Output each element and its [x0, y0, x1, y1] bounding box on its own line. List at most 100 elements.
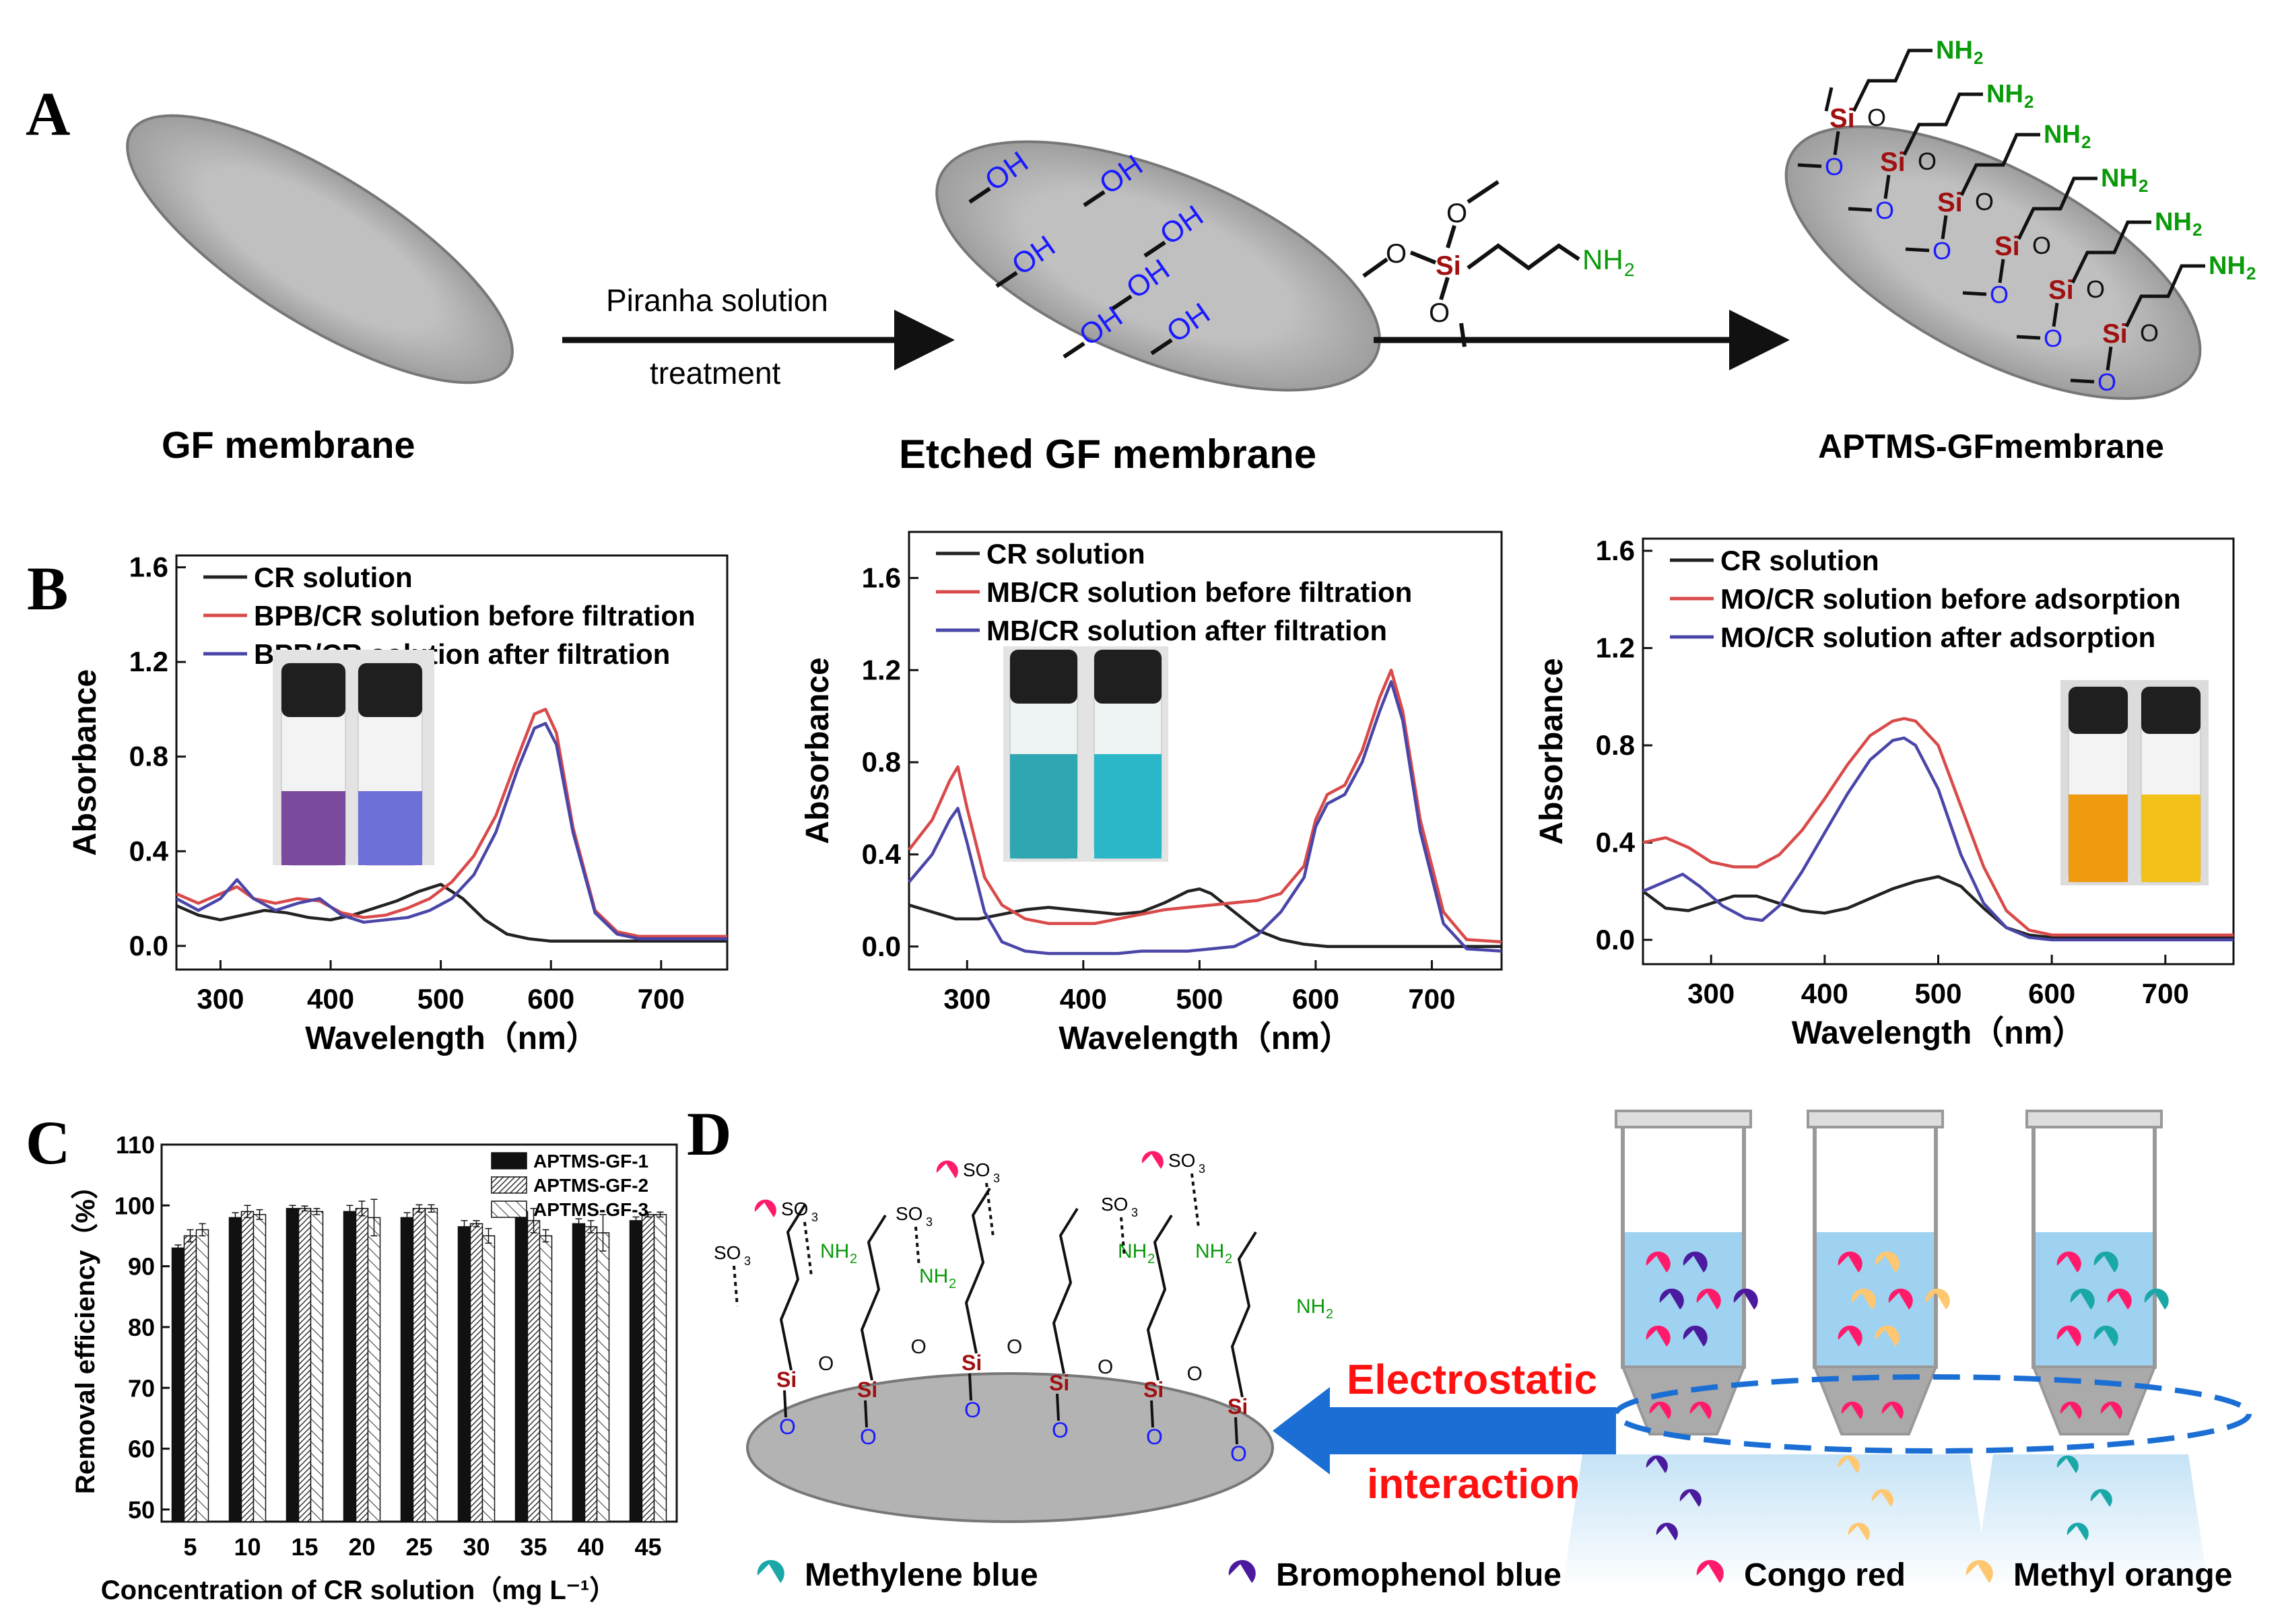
filtrate-dye-2-1 [2090, 1489, 2112, 1507]
filtrate-dye-1-1 [1871, 1489, 1893, 1507]
bridge-o-4: O [2086, 275, 2105, 303]
x-tick-label-8: 45 [634, 1533, 661, 1561]
bridge-o-3: O [2032, 232, 2051, 259]
retained-dye-1-0 [1841, 1401, 1863, 1419]
x-axis-label: Wavelength（nm） [305, 1021, 599, 1056]
legend-swatch-2 [491, 1200, 527, 1218]
si-o-bond-0 [1833, 131, 1840, 156]
d-chain-2 [964, 1187, 991, 1354]
amine-label-4: NH [2155, 208, 2192, 236]
bar-APTMS-GF-1-35 [514, 1211, 529, 1522]
column-dye-1-1-2 [1925, 1288, 1950, 1310]
column-dye-2-2-1 [2093, 1325, 2118, 1347]
filtrate-dye-1-0 [1838, 1455, 1860, 1473]
amine-sub-2: 2 [2081, 132, 2091, 152]
column-rim-1 [1807, 1110, 1944, 1128]
column-dye-2-0-0 [2056, 1251, 2081, 1273]
filtrate-dye-0-2 [1656, 1522, 1678, 1541]
filtrate-dye-2-0 [2056, 1455, 2079, 1473]
oh-bond-4 [1143, 240, 1166, 258]
d-surface-o-5: O [1230, 1442, 1247, 1466]
d-congo-red-dye-0 [754, 1199, 776, 1217]
methoxy-bond-3 [1962, 291, 1987, 296]
etched-membrane-disc [935, 140, 1381, 392]
y-tick-label-0: 0.0 [862, 931, 901, 962]
d-bond-0 [783, 1390, 787, 1418]
propyl-chain-4 [2071, 220, 2151, 284]
x-tick-label-4: 700 [1408, 983, 1455, 1015]
plot-frame [908, 531, 1503, 971]
propyl-chain-2 [1959, 133, 2040, 197]
oh-bond-2 [995, 271, 1018, 288]
retained-dye-1-1 [1881, 1401, 1904, 1419]
electrostatic-arrow [1273, 1387, 1616, 1475]
y-tick-label-1: 60 [128, 1435, 155, 1463]
x-tick-label-2: 500 [417, 983, 465, 1015]
column-dye-2-1-2 [2144, 1288, 2169, 1310]
legend-label-0: CR solution [986, 538, 1145, 570]
aptms-molecule: O Si O O NH 2 [1362, 180, 1635, 347]
y-axis-label: Removal efficiency（%） [71, 1172, 100, 1494]
panel-letter-d: D [687, 1099, 731, 1168]
gf-membrane-label: GF membrane [162, 424, 415, 466]
x-tick-label-0: 5 [183, 1533, 197, 1561]
filtrate-dye-0-1 [1679, 1489, 1702, 1507]
d-congo-red-dye-2 [1141, 1151, 1164, 1169]
x-tick-label-1: 400 [307, 983, 354, 1015]
d-bond-4 [1150, 1400, 1154, 1428]
bridge-o-2: O [1975, 188, 1994, 215]
amine-label-5: NH [2209, 252, 2246, 280]
d-congo-red-dye-1 [936, 1160, 958, 1178]
x-axis-label: Wavelength（nm） [1059, 1021, 1352, 1056]
bar-APTMS-GF-3-30 [481, 1235, 496, 1522]
bar-APTMS-GF-1-20 [343, 1211, 357, 1522]
panel-a: A GF membrane Piranha solution treatment… [26, 36, 2256, 477]
y-tick-label-0: 50 [128, 1496, 155, 1524]
y-tick-label-3: 1.2 [129, 646, 168, 677]
bar-APTMS-GF-1-10 [228, 1217, 242, 1522]
d-chain-3 [1052, 1207, 1079, 1374]
aptms-o-top: O [1446, 199, 1467, 228]
d-so3-b-sub-0: 3 [744, 1254, 751, 1268]
amine-label-0: NH [1936, 36, 1973, 65]
x-tick-label-3: 20 [348, 1533, 375, 1561]
d-so3-b-0: SO [714, 1242, 741, 1263]
d-hbond-a-0 [803, 1221, 813, 1277]
electrostatic-label-1: Electrostatic [1347, 1357, 1597, 1403]
bar-APTMS-GF-2-5 [183, 1235, 197, 1522]
column-dye-0-1-2 [1733, 1288, 1758, 1310]
bar-APTMS-GF-3-20 [367, 1217, 381, 1522]
si-atom-3: Si [1994, 232, 2020, 261]
legend-swatch-2 [1696, 1559, 1724, 1583]
legend-label-1: MO/CR solution before adsorption [1720, 583, 2181, 615]
d-si-2: Si [962, 1351, 982, 1375]
series-line-0 [908, 887, 1502, 949]
x-tick-label-0: 300 [197, 983, 244, 1015]
amine-sub-3: 2 [2139, 176, 2148, 196]
propyl-chain-3 [2017, 176, 2097, 240]
d-so3-b-1: SO [896, 1203, 922, 1224]
d-so3-b-sub-1: 3 [926, 1215, 933, 1229]
legend-label-0: CR solution [254, 562, 413, 593]
legend-label-1: APTMS-GF-2 [533, 1175, 648, 1196]
oh-bond-3 [1110, 294, 1133, 312]
methoxy-bond-0 [1797, 163, 1822, 168]
series-line-2 [908, 680, 1502, 955]
bar-APTMS-GF-1-15 [286, 1208, 300, 1522]
methoxy-bond-2 [1905, 247, 1930, 252]
d-chain-1 [860, 1214, 887, 1381]
vial-photo-bpb [273, 650, 434, 866]
si-atom-4: Si [2048, 275, 2074, 305]
d-so3-a-0: SO [781, 1198, 808, 1219]
bar-APTMS-GF-2-30 [469, 1223, 483, 1522]
series-line-1 [176, 708, 727, 939]
d-nh2-sub-2: 2 [1147, 1252, 1155, 1266]
si-o-bond-1 [1883, 174, 1891, 199]
x-tick-label-0: 300 [943, 983, 990, 1015]
piranha-label-top: Piranha solution [606, 283, 828, 318]
column-dye-1-0-0 [1838, 1251, 1862, 1273]
d-hbond-a-1 [985, 1182, 995, 1238]
column-rim-2 [2025, 1110, 2163, 1128]
